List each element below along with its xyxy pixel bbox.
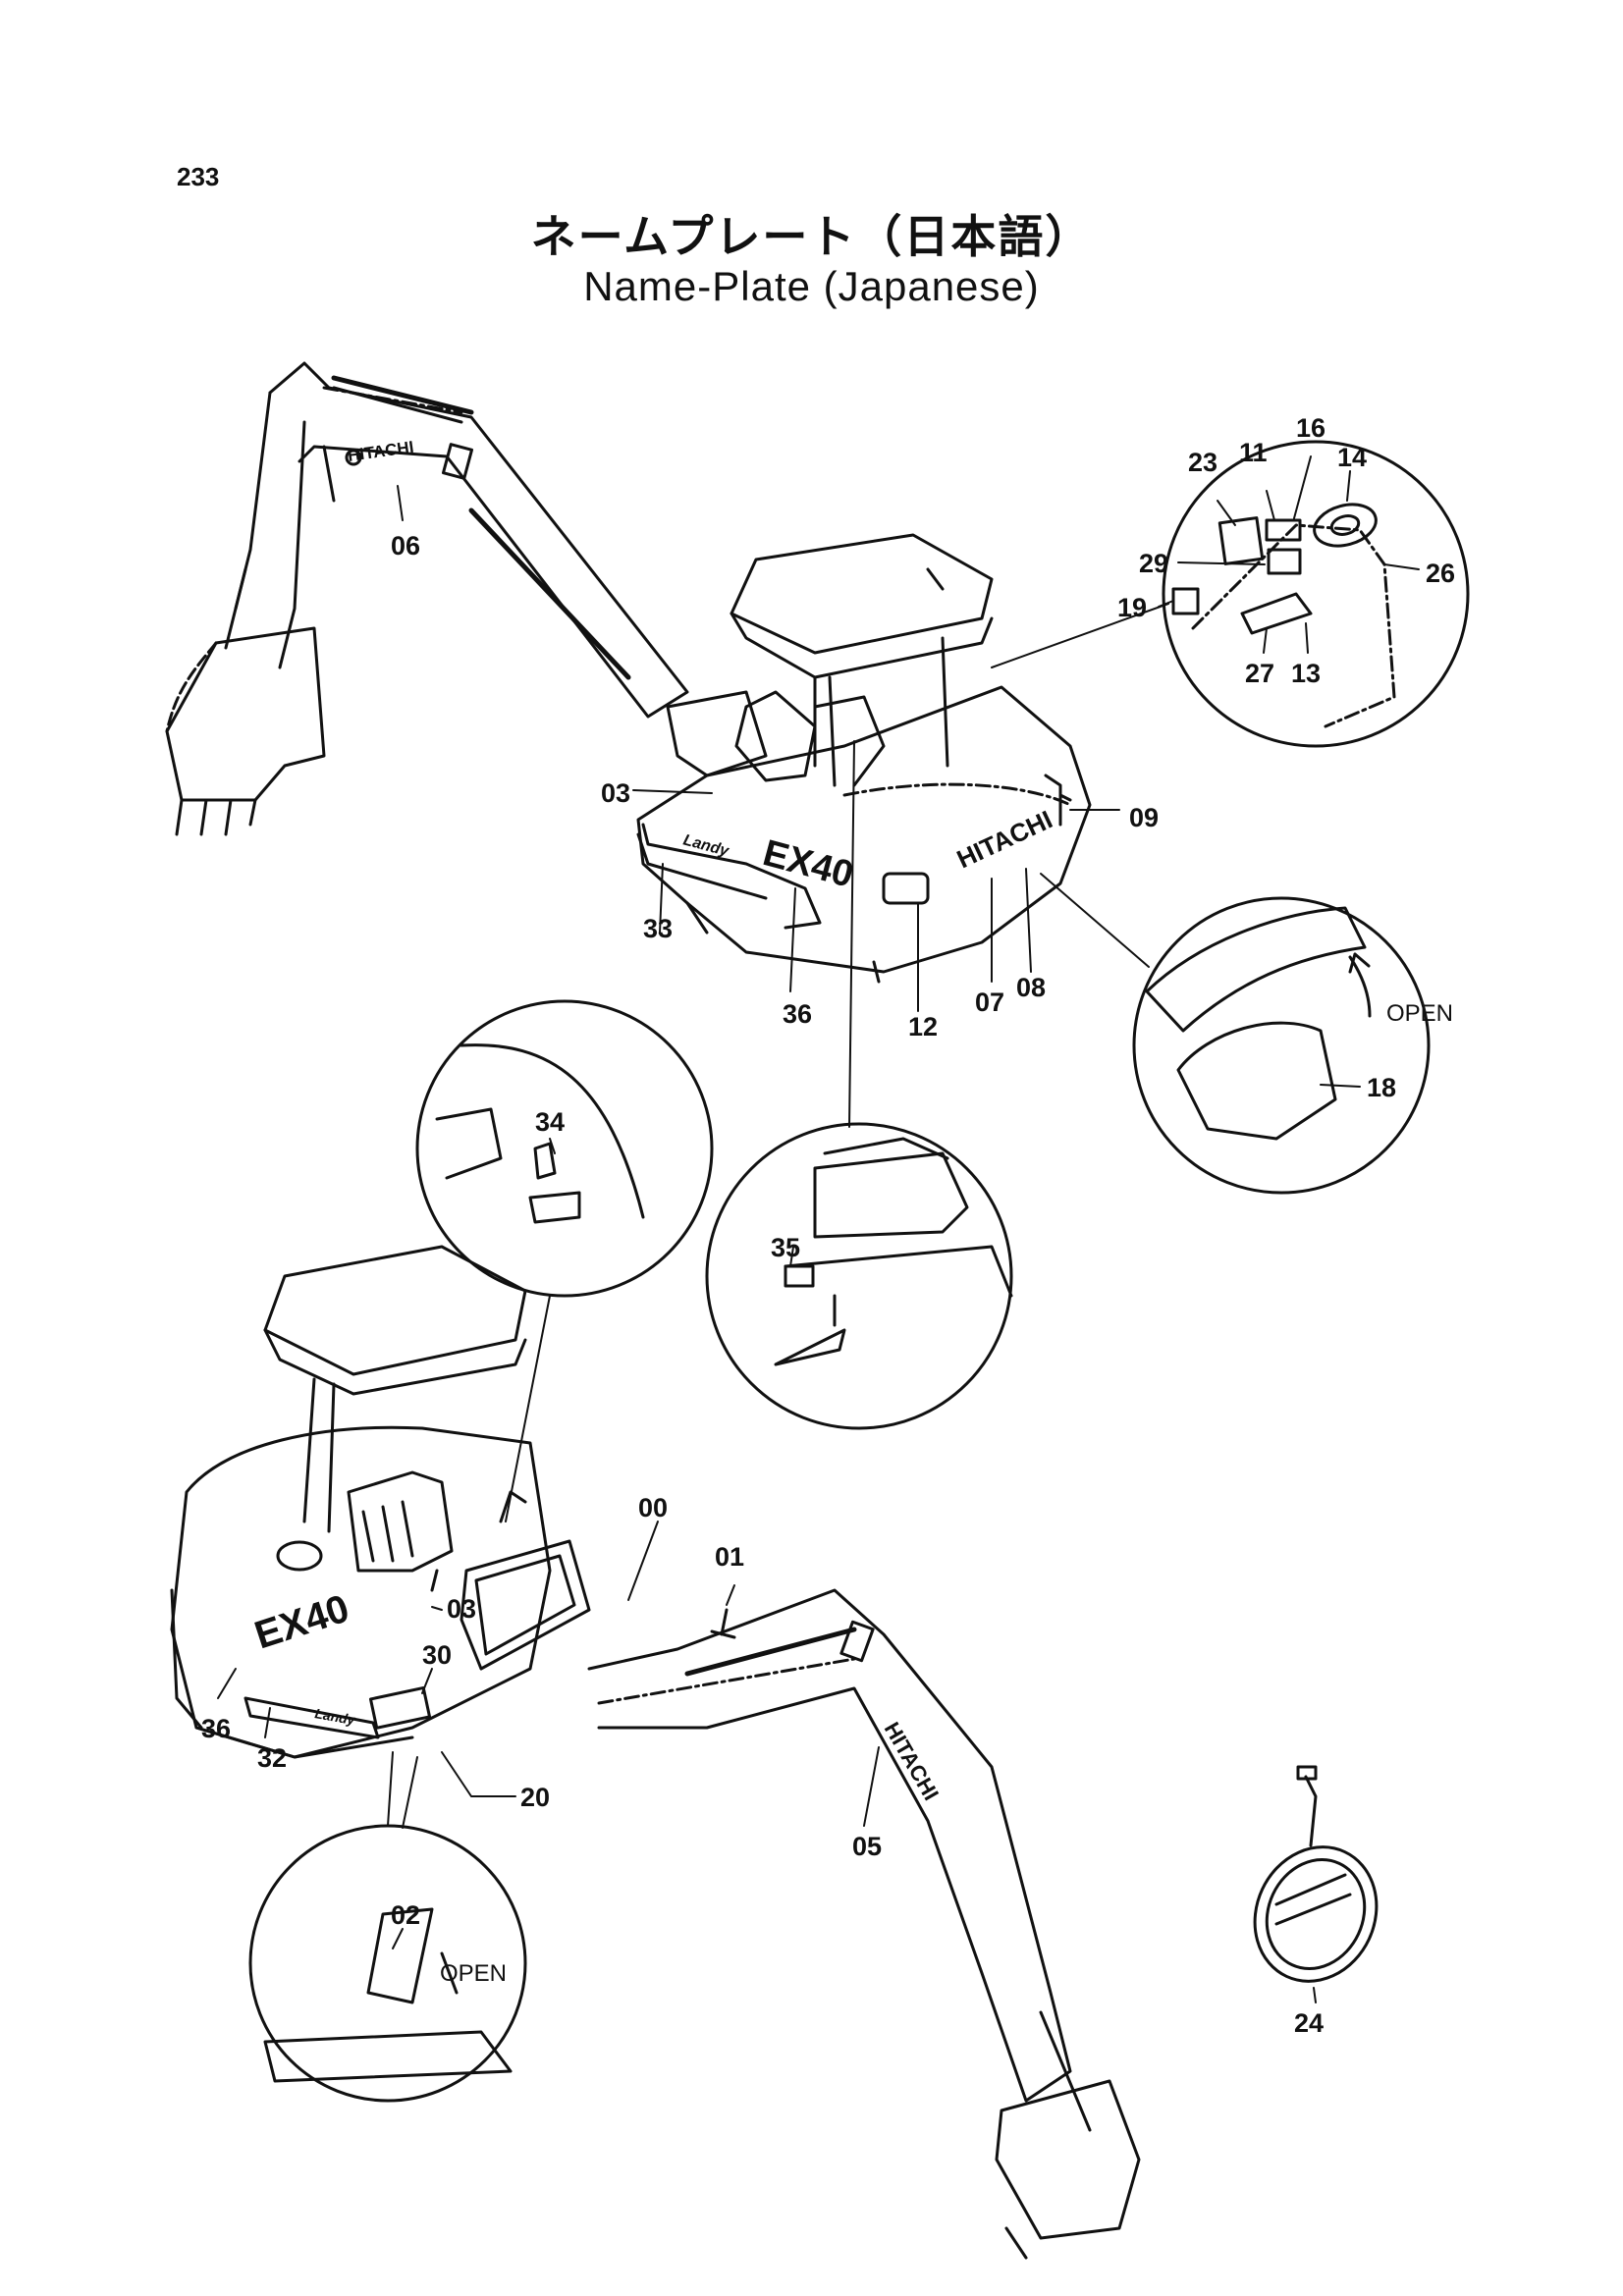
callout-18: 18	[1367, 1073, 1396, 1102]
excavator-front-view: EX40 Landy HITACHI	[170, 1245, 1141, 2260]
leader-lines	[217, 455, 1420, 2003]
callout-29: 29	[1139, 549, 1168, 578]
callout-02: 02	[391, 1900, 420, 1930]
open-label-plate: OPEN	[440, 1960, 507, 1987]
callout-33: 33	[643, 914, 673, 943]
callout-03-front: 03	[447, 1594, 476, 1624]
detail-circle-engine-cover	[1040, 873, 1431, 1195]
callout-20: 20	[520, 1783, 550, 1812]
callout-16: 16	[1296, 413, 1325, 443]
callout-24: 24	[1294, 2008, 1324, 2038]
detail-circle-seat	[705, 740, 1013, 1430]
callout-36-rear: 36	[783, 999, 812, 1029]
page-number: 233	[177, 162, 220, 191]
ex40-mark-rear: EX40	[759, 832, 858, 896]
callout-26: 26	[1426, 559, 1455, 588]
detail-circle-plate-holder	[248, 1751, 527, 2103]
callout-34: 34	[535, 1107, 565, 1137]
callout-36-front: 36	[201, 1714, 231, 1743]
callout-05: 05	[852, 1832, 882, 1861]
callout-13: 13	[1291, 659, 1321, 688]
callout-30: 30	[422, 1640, 452, 1670]
callout-01: 01	[715, 1542, 744, 1572]
callout-06: 06	[391, 531, 420, 561]
hitachi-mark-rear: HITACHI	[952, 805, 1056, 875]
callout-35: 35	[771, 1233, 800, 1262]
callout-11: 11	[1239, 438, 1268, 467]
landy-mark-front: Landy	[313, 1705, 357, 1728]
detail-circle-lever	[415, 999, 714, 1522]
page-title-japanese: ネームプレート（日本語）	[530, 210, 1093, 263]
callout-09: 09	[1129, 803, 1159, 832]
page-title-english: Name-Plate (Japanese)	[583, 263, 1040, 309]
callout-19: 19	[1117, 593, 1147, 622]
open-label-hood: OPEN	[1386, 1000, 1453, 1027]
ex40-mark-front: EX40	[249, 1586, 354, 1657]
callout-00: 00	[638, 1493, 668, 1522]
callout-23: 23	[1188, 448, 1217, 477]
callout-32: 32	[257, 1743, 287, 1773]
callout-07: 07	[975, 988, 1004, 1017]
callout-27: 27	[1245, 659, 1274, 688]
callout-08: 08	[1016, 973, 1046, 1002]
callout-12: 12	[908, 1012, 938, 1041]
excavator-rear-view: HITACHI EX40 Landy HITACHI	[165, 361, 1092, 984]
detail-circle-control-panel	[991, 440, 1470, 748]
name-tag	[1253, 1765, 1379, 1983]
callout-03: 03	[601, 778, 630, 808]
callout-14: 14	[1337, 443, 1367, 472]
